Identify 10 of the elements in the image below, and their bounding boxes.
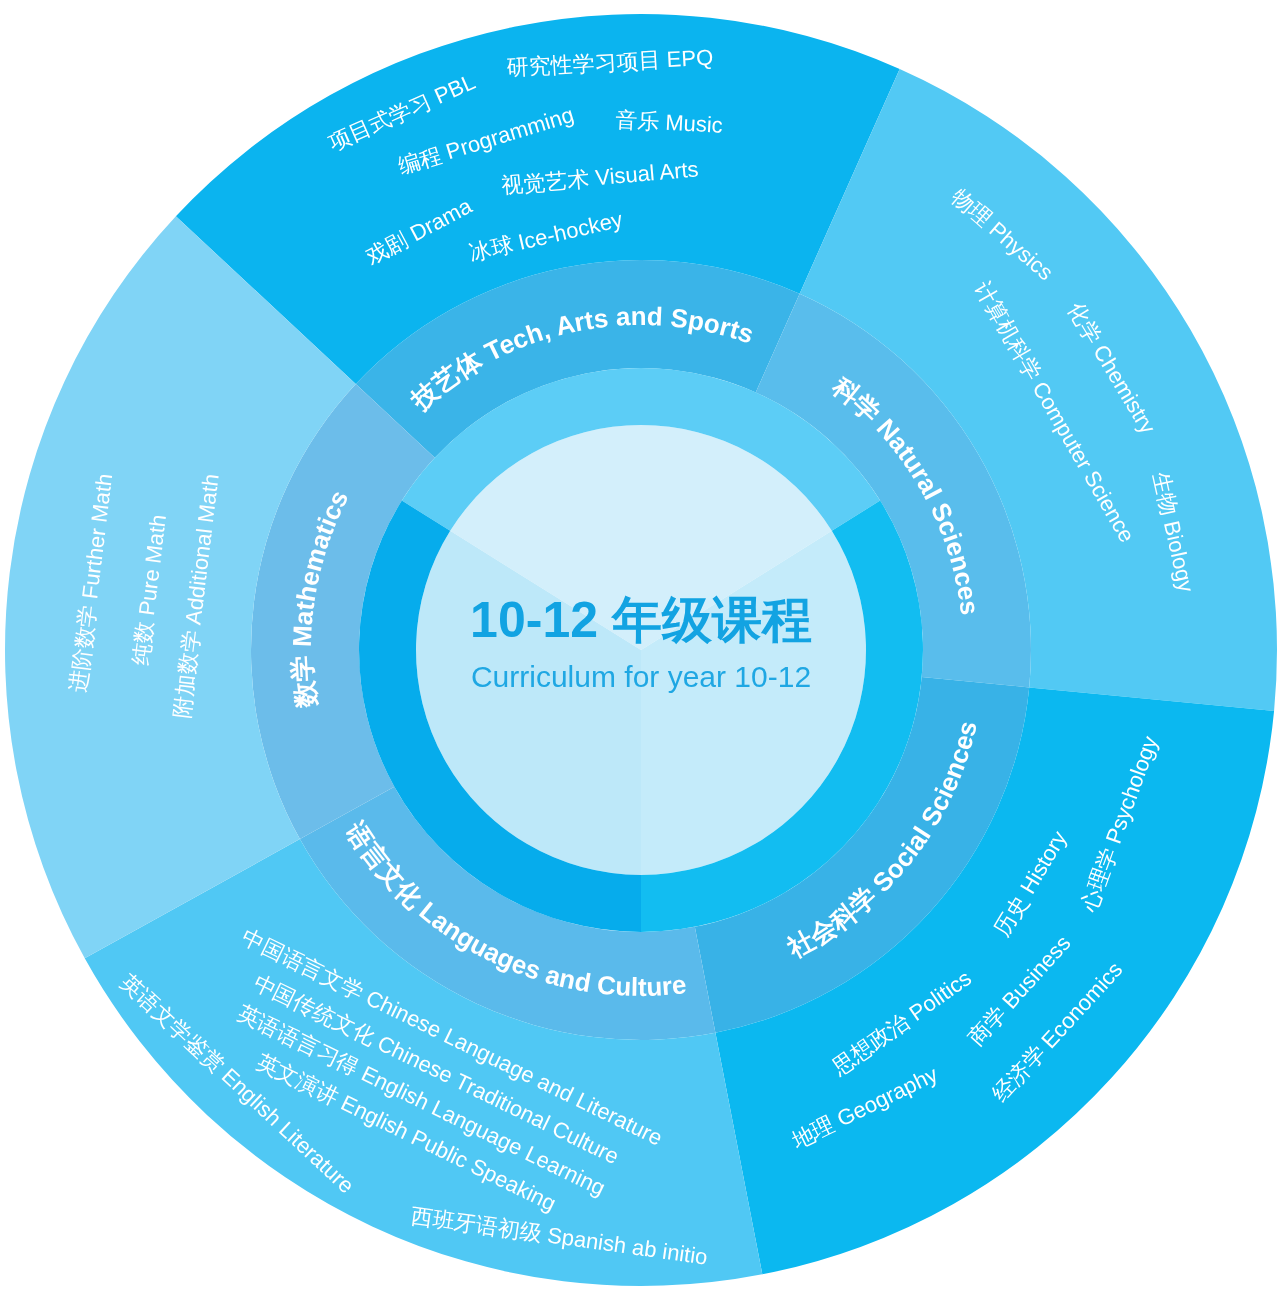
subject-label: 研究性学习项目 EPQ <box>506 45 714 81</box>
subject-label: 进阶数学 Further Math <box>66 471 118 694</box>
subject-label: 视觉艺术 Visual Arts <box>500 157 700 199</box>
subject-label: 音乐 Music <box>614 107 723 138</box>
subject-label: 生物 Biology <box>1148 469 1199 595</box>
subject-label: 附加数学 Additional Math <box>170 472 225 719</box>
subject-label: 纯数 Pure Math <box>128 512 171 667</box>
heading-text: 10-12 年级课程 <box>470 592 812 648</box>
subtitle-text: Curriculum for year 10-12 <box>470 659 812 693</box>
category-label: 技艺体 Tech, Arts and Sports <box>405 300 758 416</box>
